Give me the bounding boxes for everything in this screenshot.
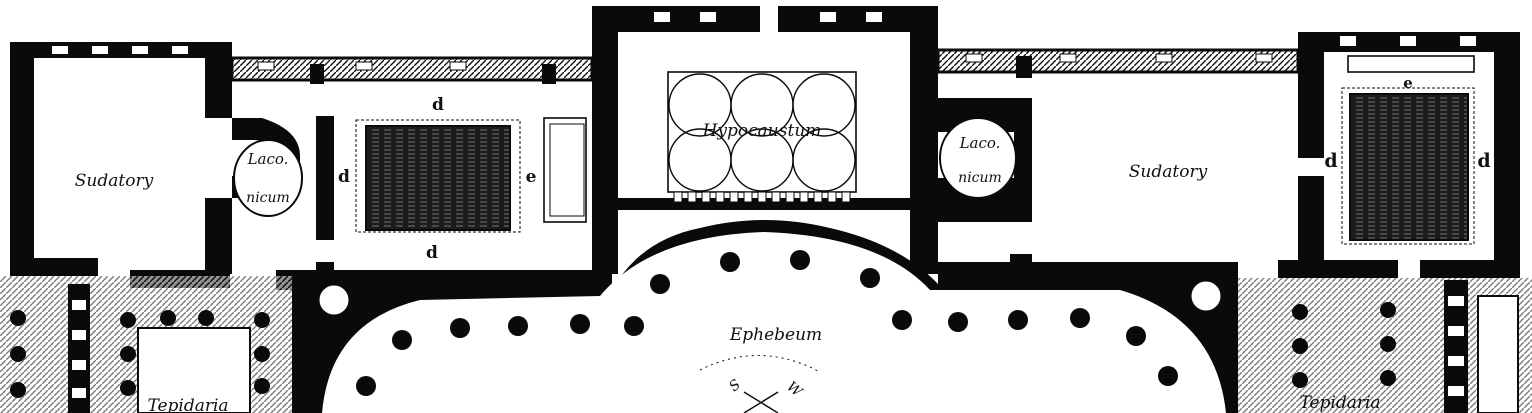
mark-d-bottom: d <box>426 243 438 263</box>
label-laconicum-left-1: Laco. <box>247 150 289 168</box>
wall-lower-center-left <box>276 262 612 290</box>
mark-e-left: e <box>526 167 537 187</box>
wall-upper-center-left <box>230 56 594 84</box>
mark-d-right-left: d <box>1324 150 1337 172</box>
mark-e-right: e <box>1403 74 1413 92</box>
pool-left <box>355 119 521 233</box>
label-tepidaria-right: Tepidaria <box>1299 393 1380 413</box>
label-laconicum-left-2: nicum <box>246 190 290 206</box>
label-hypocaustum: Hypocaustum <box>702 121 822 141</box>
laconicum-left-piers <box>232 116 334 240</box>
label-tepidaria-left: Tepidaria <box>147 396 228 413</box>
mark-d-left: d <box>338 167 350 187</box>
hypocaustum-grid <box>667 71 857 203</box>
ephebeum-hall <box>292 220 1238 413</box>
label-ephebeum: Ephebeum <box>729 325 822 345</box>
seat-left <box>543 117 587 223</box>
label-sudatory-left: Sudatory <box>75 171 154 191</box>
wall-upper-center-right <box>936 48 1300 78</box>
mark-d-top: d <box>432 95 444 115</box>
wall-lower-center-right <box>938 254 1238 284</box>
label-laconicum-right-2: nicum <box>958 170 1002 186</box>
label-sudatory-right: Sudatory <box>1129 162 1208 182</box>
mark-d-right-right: d <box>1477 150 1490 172</box>
compass: S W <box>699 355 821 413</box>
tepidaria-left-area <box>0 276 292 413</box>
laconicum-right-piers <box>938 98 1032 222</box>
pool-right <box>1341 87 1475 245</box>
label-laconicum-right-1: Laco. <box>959 134 1001 152</box>
tepidaria-right-area <box>1238 278 1532 413</box>
wall-block-right <box>1278 32 1520 278</box>
